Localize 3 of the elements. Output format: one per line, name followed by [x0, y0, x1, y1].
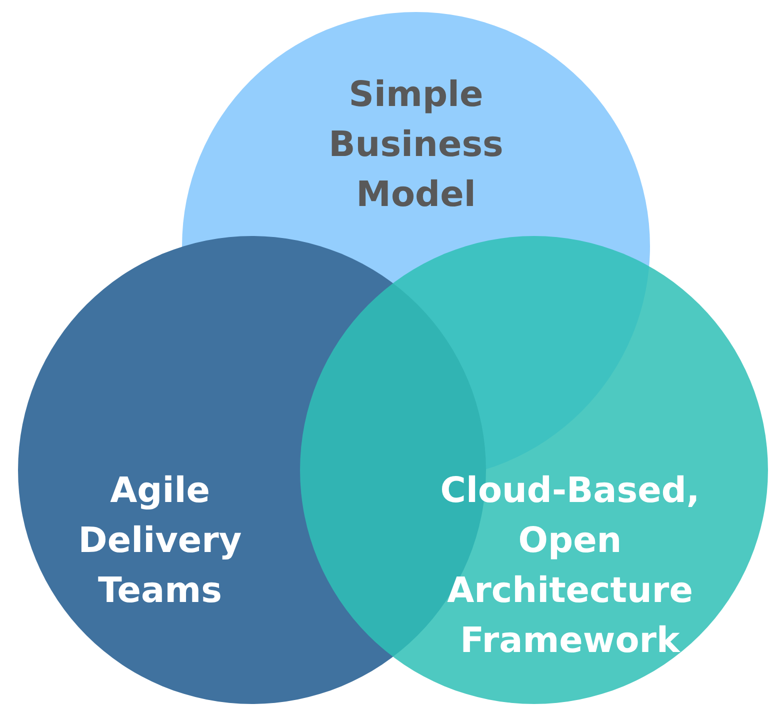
circle-label: Cloud-Based, Open Architecture Framework: [439, 470, 701, 663]
circle-label: Agile Delivery Teams: [77, 470, 243, 613]
circle-label: Simple Business Model: [328, 74, 504, 217]
